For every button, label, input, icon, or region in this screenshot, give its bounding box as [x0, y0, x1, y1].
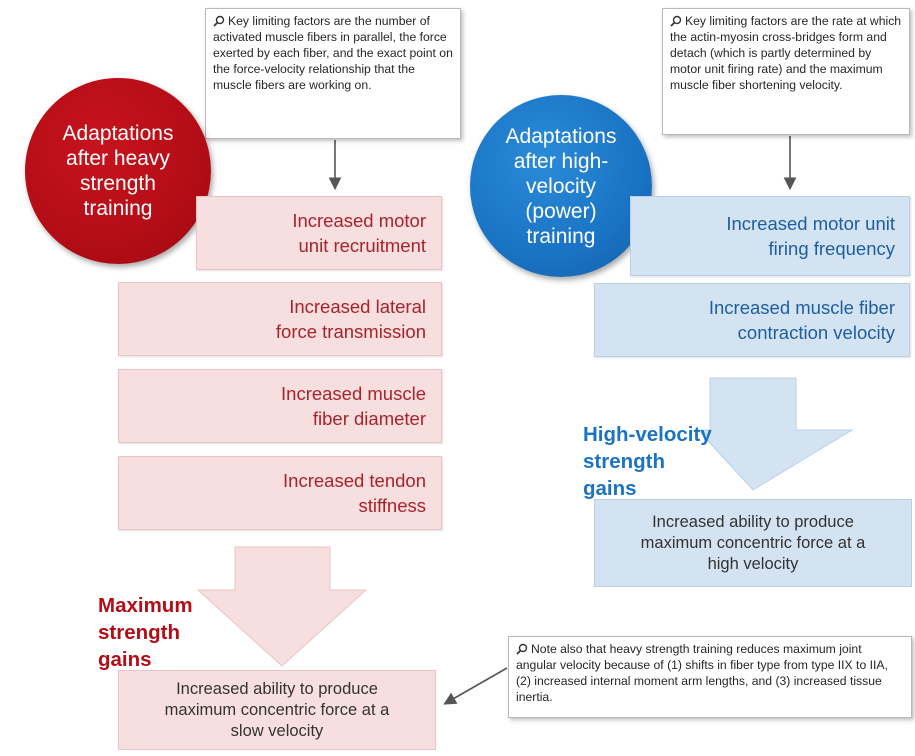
left-result-box: Increased ability to produce maximum con…: [118, 670, 436, 750]
right-result-box: Increased ability to produce maximum con…: [594, 499, 912, 587]
left-circle: Adaptations after heavy strength trainin…: [25, 78, 211, 264]
left-box-motor-unit-recruitment: Increased motor unit recruitment: [196, 196, 442, 270]
bottom-note-text: Note also that heavy strength training r…: [516, 642, 888, 704]
right-note: Key limiting factors are the rate at whi…: [662, 8, 910, 135]
left-gains-label: Maximum strength gains: [98, 565, 238, 671]
big-arrow-blue: [696, 377, 854, 491]
big-arrow-pink: [196, 546, 368, 667]
bottom-note: Note also that heavy strength training r…: [508, 636, 912, 718]
right-box-label: Increased motor unit firing frequency: [726, 213, 895, 259]
right-gains-text: High-velocity strength gains: [583, 423, 712, 500]
magnifier-icon: [516, 643, 528, 655]
left-note: Key limiting factors are the number of a…: [205, 8, 461, 139]
left-box-muscle-fiber-diameter: Increased muscle fiber diameter: [118, 369, 442, 443]
magnifier-icon: [670, 15, 682, 27]
left-box-label: Increased tendon stiffness: [283, 470, 426, 516]
right-gains-label: High-velocity strength gains: [583, 394, 733, 500]
left-box-label: Increased lateral force transmission: [275, 296, 426, 342]
right-box-label: Increased muscle fiber contraction veloc…: [708, 297, 895, 343]
left-box-label: Increased motor unit recruitment: [292, 210, 426, 256]
right-result-text: Increased ability to produce maximum con…: [640, 512, 866, 573]
left-note-text: Key limiting factors are the number of a…: [213, 14, 453, 92]
left-gains-text: Maximum strength gains: [98, 594, 193, 671]
magnifier-icon: [213, 15, 225, 27]
right-note-text: Key limiting factors are the rate at whi…: [670, 14, 902, 92]
left-result-text: Increased ability to produce maximum con…: [164, 679, 390, 740]
left-box-lateral-force: Increased lateral force transmission: [118, 282, 442, 356]
left-box-label: Increased muscle fiber diameter: [281, 383, 426, 429]
right-circle: Adaptations after high- velocity (power)…: [470, 95, 652, 277]
left-box-tendon-stiffness: Increased tendon stiffness: [118, 456, 442, 530]
right-box-firing-frequency: Increased motor unit firing frequency: [630, 196, 910, 276]
bottom-note-arrow: [443, 667, 508, 705]
left-circle-label: Adaptations after heavy strength trainin…: [62, 122, 174, 220]
right-circle-label: Adaptations after high- velocity (power)…: [505, 124, 617, 248]
right-box-contraction-velocity: Increased muscle fiber contraction veloc…: [594, 283, 910, 357]
